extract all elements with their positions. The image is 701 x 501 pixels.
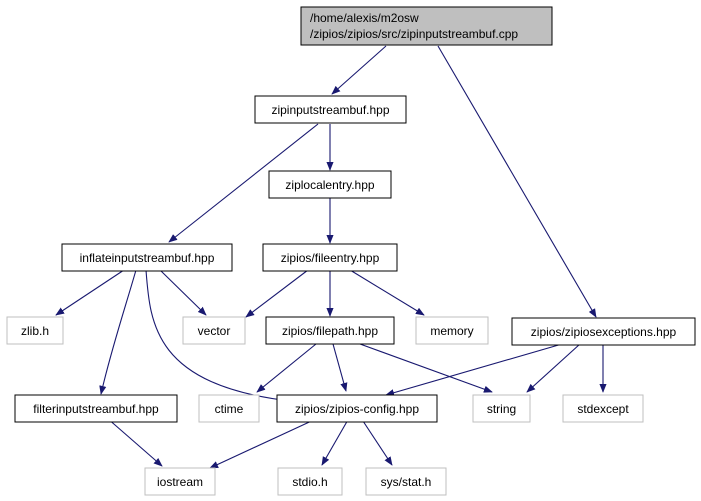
edge-zipiosexceptions-to-zipios-config (385, 343, 563, 397)
node-label: zlib.h (21, 324, 49, 338)
node-box (144, 467, 216, 496)
edge-inflateinputstreambuf-to-vector (159, 269, 207, 316)
node-label: zipios/zipiosexceptions.hpp (531, 325, 677, 339)
node-label: stdexcept (577, 402, 629, 416)
edge-fileentry-to-memory (349, 269, 425, 316)
node-box (198, 394, 260, 423)
edge-inflateinputstreambuf-to-zipios-config (145, 269, 291, 404)
node-label: iostream (157, 475, 203, 489)
node-zipios-config-hpp[interactable]: zipios/zipios-config.hpp (276, 394, 438, 423)
node-string[interactable]: string (472, 394, 531, 423)
node-box (262, 243, 398, 272)
node-label: ctime (215, 402, 244, 416)
edge-filepath-to-ctime (256, 343, 317, 393)
node-stdio-h[interactable]: stdio.h (277, 467, 343, 496)
node-box (14, 394, 178, 423)
node-zipinputstreambuf-hpp[interactable]: zipinputstreambuf.hpp (254, 95, 407, 124)
node-fileentry-hpp[interactable]: zipios/fileentry.hpp (262, 243, 398, 272)
edge-fileentry-to-vector (245, 269, 309, 318)
nodes: /home/alexis/m2osw /zipios/zipios/src/zi… (6, 6, 696, 496)
node-label: zipios/filepath.hpp (282, 324, 378, 338)
edge-zipios-config-to-sys-stat (360, 417, 393, 466)
node-box (61, 243, 233, 272)
node-zipiosexceptions-hpp[interactable]: zipios/zipiosexceptions.hpp (511, 317, 696, 346)
node-zlib-h[interactable]: zlib.h (6, 316, 64, 345)
node-box (365, 467, 447, 496)
node-ziplocalentry-hpp[interactable]: ziplocalentry.hpp (268, 170, 392, 199)
node-box (277, 467, 343, 496)
edge-zipios-config-to-iostream (209, 417, 319, 469)
node-box (182, 316, 246, 345)
node-box (276, 394, 438, 423)
edge-root-to-zipinputstreambuf (331, 45, 387, 95)
node-label: inflateinputstreambuf.hpp (80, 251, 215, 265)
edge-filepath-to-zipios-config (332, 343, 348, 392)
node-box (254, 95, 407, 124)
node-box (511, 317, 696, 346)
node-label: filterinputstreambuf.hpp (33, 402, 159, 416)
node-ctime[interactable]: ctime (198, 394, 260, 423)
node-label-line1: /home/alexis/m2osw (310, 11, 419, 25)
node-box (265, 316, 395, 345)
node-label: stdio.h (292, 475, 327, 489)
node-label: sys/stat.h (381, 475, 432, 489)
edge-filepath-to-string (359, 343, 493, 393)
node-sys-stat-h[interactable]: sys/stat.h (365, 467, 447, 496)
node-vector[interactable]: vector (182, 316, 246, 345)
node-label-line2: /zipios/zipios/src/zipinputstreambuf.cpp (310, 27, 518, 41)
edge-filterinputstreambuf-to-iostream (106, 417, 163, 467)
node-box (300, 6, 553, 46)
node-box (472, 394, 531, 423)
node-filterinputstreambuf-hpp[interactable]: filterinputstreambuf.hpp (14, 394, 178, 423)
node-iostream[interactable]: iostream (144, 467, 216, 496)
node-label: zipios/zipios-config.hpp (295, 402, 419, 416)
edge-zipios-config-to-stdio (321, 417, 350, 466)
node-label: vector (198, 324, 231, 338)
node-box (562, 394, 644, 423)
edge-inflateinputstreambuf-to-filterinputstreambuf (99, 269, 137, 395)
edges (55, 45, 607, 469)
node-label: ziplocalentry.hpp (285, 178, 374, 192)
node-box (268, 170, 392, 199)
node-zipinputstreambuf-cpp[interactable]: /home/alexis/m2osw /zipios/zipios/src/zi… (300, 6, 553, 46)
node-memory[interactable]: memory (415, 316, 489, 345)
node-filepath-hpp[interactable]: zipios/filepath.hpp (265, 316, 395, 345)
node-stdexcept[interactable]: stdexcept (562, 394, 644, 423)
edge-zipinputstreambuf-to-inflateinputstreambuf (168, 123, 319, 243)
edge-zipiosexceptions-to-string (526, 343, 581, 393)
node-inflateinputstreambuf-hpp[interactable]: inflateinputstreambuf.hpp (61, 243, 233, 272)
node-box (6, 316, 64, 345)
node-label: zipios/fileentry.hpp (281, 251, 380, 265)
edge-inflateinputstreambuf-to-zlib (55, 269, 125, 316)
node-label: memory (430, 324, 473, 338)
edge-root-to-zipiosexceptions (437, 45, 597, 318)
node-label: string (487, 402, 516, 416)
node-box (415, 316, 489, 345)
node-label: zipinputstreambuf.hpp (271, 103, 389, 117)
